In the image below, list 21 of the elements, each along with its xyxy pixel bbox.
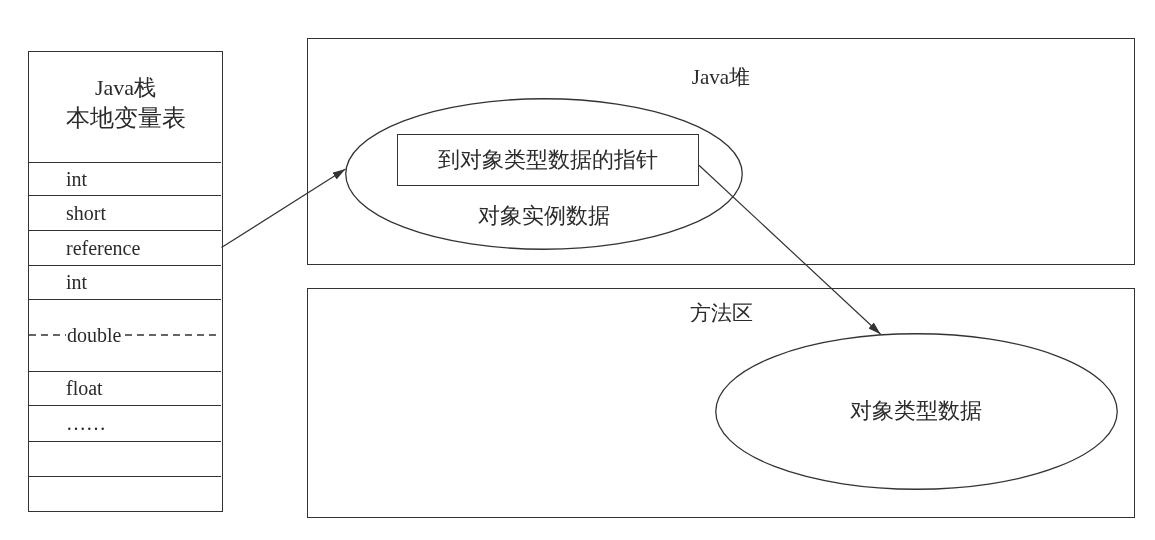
row-label: int: [66, 167, 88, 190]
row-label: float: [66, 377, 103, 399]
memory-region: [307, 288, 1135, 518]
table-subtitle: 本地变量表: [65, 103, 186, 133]
memory-region: [307, 38, 1135, 265]
arrow: [698, 164, 882, 335]
region-title: 方法区: [689, 301, 753, 325]
pointer-box: [396, 133, 699, 186]
row-label: reference: [66, 236, 141, 259]
data-ellipse: [344, 97, 743, 250]
stack-table: [28, 51, 223, 512]
row-label: ……: [66, 412, 106, 434]
data-ellipse: [714, 332, 1118, 490]
region-title: Java堆: [691, 65, 751, 89]
stack-title: Java栈: [94, 73, 157, 102]
arrow: [220, 168, 347, 249]
row-label: int: [66, 271, 88, 293]
row-label: short: [66, 201, 106, 224]
box-label: 到对象类型数据的指针: [437, 146, 658, 173]
ellipse-label: 对象实例数据: [477, 202, 610, 229]
ellipse-label: 对象类型数据: [850, 398, 982, 424]
